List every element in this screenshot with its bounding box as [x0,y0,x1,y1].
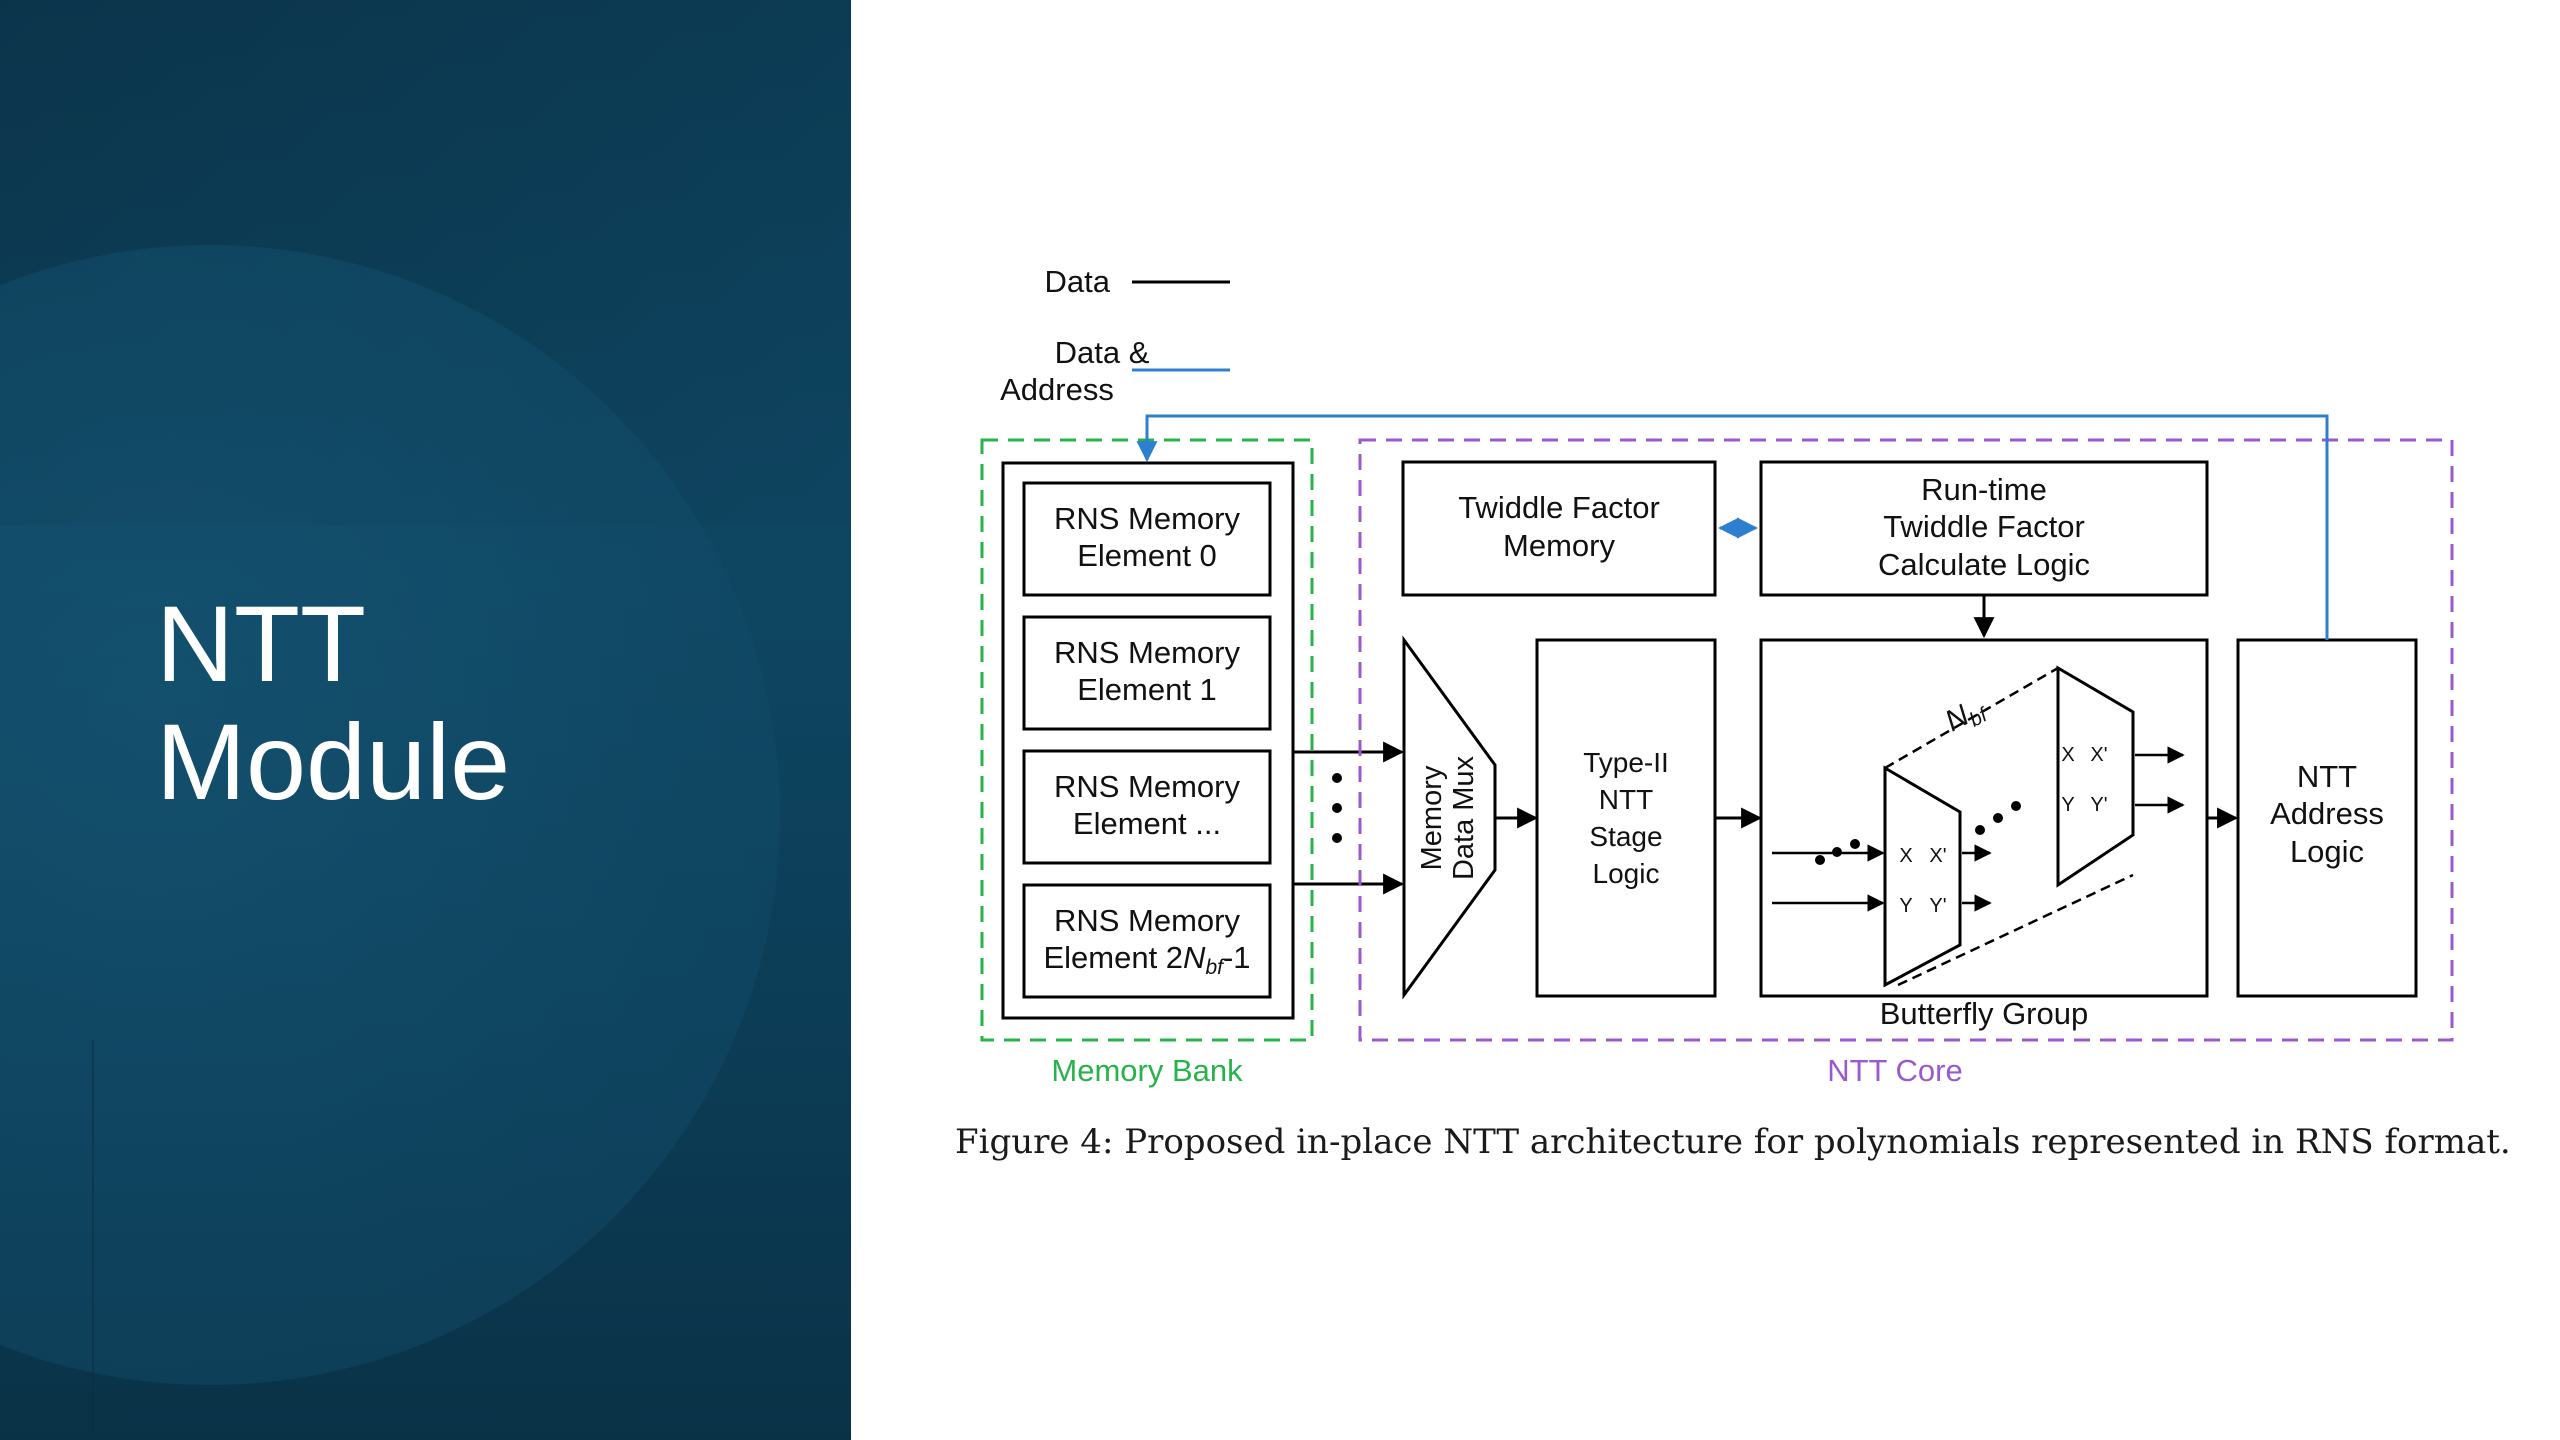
legend-data-address-label-1: Data & [1055,335,1150,370]
runtime-twiddle-logic: Run-time Twiddle Factor Calculate Logic [1759,460,2209,597]
memory-element-label-1: RNS Memory [1054,903,1241,938]
ntt-core-label: NTT Core [1827,1053,1963,1088]
twiddle-memory-label-1: Twiddle Factor [1458,490,1660,525]
butterfly-unit: X X' Y Y' [2056,665,2135,888]
butterfly-unit: X X' Y Y' [1883,765,1962,988]
memory-element: RNS Memory Element 0 [1022,481,1272,597]
address-logic-label-3: Logic [2290,834,2364,869]
memory-bank: RNS Memory Element 0 RNS Memory Element … [980,438,1314,1088]
svg-text:Y': Y' [1929,895,1946,917]
twiddle-factor-memory: Twiddle Factor Memory [1401,460,1717,597]
svg-text:Y': Y' [2090,794,2107,816]
ntt-architecture-diagram: Data Data & Address RNS Memory Element 0… [980,264,2454,1088]
memory-element-label-2: Element 2Nbf-1 [1043,940,1250,979]
twiddle-memory-label-2: Memory [1503,528,1615,563]
ntt-core-border [1358,438,2454,1042]
memory-element-label-1: RNS Memory [1054,635,1241,670]
memory-element: RNS Memory Element 2Nbf-1 [1022,883,1272,999]
slide-title-line-1: NTT [156,583,366,704]
stage-logic-label-4: Logic [1593,858,1660,889]
memory-element: RNS Memory Element ... [1022,749,1272,865]
address-logic-label-1: NTT [2297,759,2357,794]
memory-element-label-1: RNS Memory [1054,501,1241,536]
stage-logic-label-2: NTT [1599,784,1653,815]
memory-element-label-1: RNS Memory [1054,769,1241,804]
mux-label-2: Data Mux [1448,755,1480,880]
panel-line-decoration [92,1040,94,1440]
memory-bank-label: Memory Bank [1051,1053,1243,1088]
memory-element-label-2: Element 0 [1077,538,1217,573]
svg-text:Y: Y [1899,895,1912,917]
title-panel: NTT Module [0,0,851,1440]
memory-element: RNS Memory Element 1 [1022,615,1272,731]
memory-to-mux-arrows [1293,741,1405,895]
runtime-twiddle-label-1: Run-time [1921,472,2047,507]
memory-data-mux: Memory Data Mux [1402,635,1497,1000]
ntt-address-logic: NTT Address Logic [2236,638,2418,998]
ntt-stage-logic: Type-II NTT Stage Logic [1535,638,1717,998]
svg-text:X': X' [1929,845,1946,867]
address-logic-label-2: Address [2270,796,2384,831]
svg-text:X: X [1899,845,1912,867]
memory-bank-inner-box [1001,461,1295,1020]
legend-data-address-label-2: Address [1000,372,1114,407]
memory-element-label-2: Element ... [1073,806,1221,841]
slide-title: NTT Module [156,585,796,821]
butterfly-group: Nbf X X' Y Y' X X' Y Y' [1759,638,2209,1031]
svg-text:X': X' [2090,744,2107,766]
ntt-core: Twiddle Factor Memory Run-time Twiddle F… [1358,438,2454,1088]
figure-caption: Figure 4: Proposed in-place NTT architec… [955,1122,2511,1162]
runtime-twiddle-label-3: Calculate Logic [1878,547,2090,582]
butterfly-group-label: Butterfly Group [1880,996,2088,1031]
legend: Data Data & Address [1000,264,1230,407]
legend-data-label: Data [1045,264,1111,299]
stage-logic-label-1: Type-II [1583,747,1669,778]
svg-text:Y: Y [2061,794,2074,816]
mux-label-1: Memory [1416,765,1448,870]
address-feedback-arrow [1136,414,2329,640]
slide-title-line-2: Module [156,701,511,822]
memory-element-label-2: Element 1 [1077,672,1217,707]
stage-logic-label-3: Stage [1589,821,1662,852]
svg-text:X: X [2061,744,2074,766]
runtime-twiddle-label-2: Twiddle Factor [1883,509,2085,544]
